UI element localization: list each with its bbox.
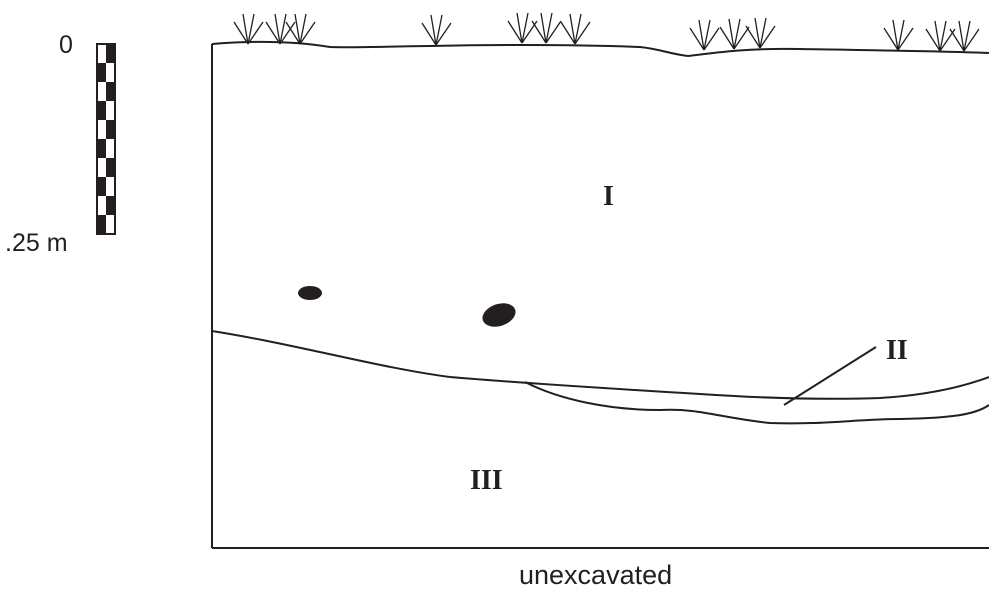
scale-segment — [106, 44, 115, 63]
layer-label-ii: II — [886, 335, 908, 366]
grass-tuft — [925, 20, 956, 52]
inclusion-stone — [298, 286, 322, 300]
grass-tuft — [285, 13, 316, 45]
scale-top-label: 0 — [59, 31, 73, 59]
layer-label-i: I — [603, 181, 614, 212]
grass-tuft — [883, 19, 914, 51]
grass-tuft — [265, 13, 296, 45]
grass-tuft — [560, 13, 591, 45]
scale-segment — [106, 196, 115, 215]
scale-segment — [97, 215, 106, 234]
grass-tuft — [949, 20, 980, 52]
layer-label-iii: III — [470, 465, 503, 496]
scale-segment — [106, 158, 115, 177]
grass-tuft — [719, 18, 750, 50]
scale-bottom-label: .25 m — [5, 229, 68, 257]
scale-segment — [106, 120, 115, 139]
scale-segment — [97, 177, 106, 196]
scale-segment — [97, 101, 106, 120]
grass-tuft — [745, 17, 776, 49]
grass-tuft — [233, 13, 264, 45]
ground-surface-line — [211, 40, 989, 58]
scale-segment — [106, 82, 115, 101]
grass-tuft — [507, 12, 538, 44]
grass-tuft — [689, 19, 720, 51]
surface-vegetation — [233, 12, 980, 52]
inclusion-stone — [482, 303, 516, 327]
scale-segment — [97, 139, 106, 158]
scale-bar-segments — [97, 44, 115, 234]
layer-boundary-i-iii — [211, 330, 989, 400]
grass-tuft — [421, 14, 452, 46]
scale-segment — [97, 63, 106, 82]
unexcavated-label: unexcavated — [519, 560, 673, 590]
layer-ii-leader-line — [783, 346, 877, 406]
layer-ii-lens — [524, 381, 989, 425]
grass-tuft — [531, 12, 562, 44]
